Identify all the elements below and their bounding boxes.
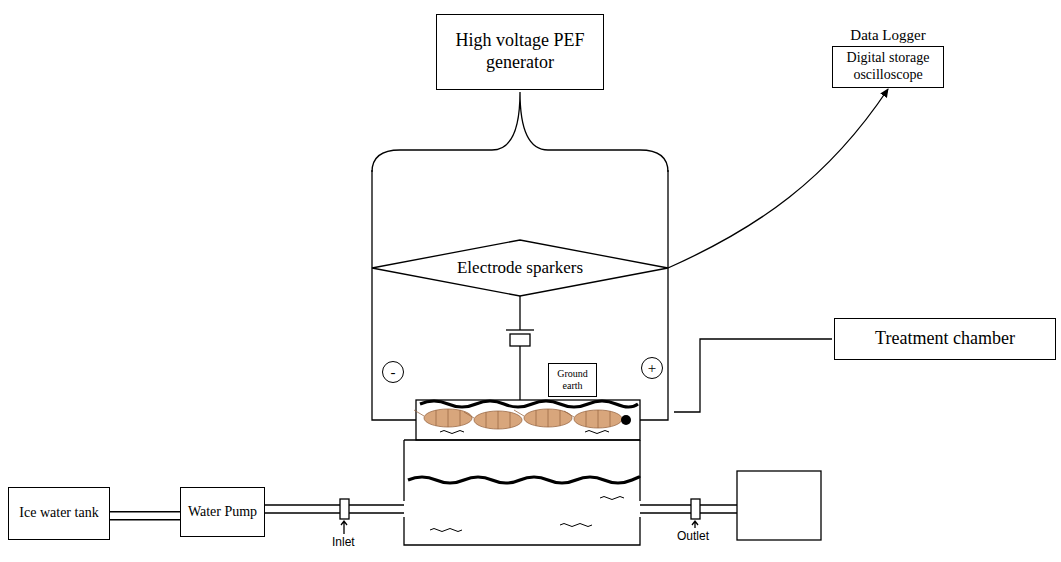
box-text: Ground earth <box>553 368 592 392</box>
shrimp-group <box>414 409 631 429</box>
pump-box: Water Pump <box>180 487 265 537</box>
chamber-lid <box>416 400 640 440</box>
chamber-trough <box>404 440 640 545</box>
inlet-pointer <box>341 521 347 534</box>
ground-box: Ground earth <box>548 363 597 397</box>
electrode-diamond: Electrode sparkers <box>372 240 668 296</box>
wire <box>519 296 520 330</box>
polarity-circle: - <box>382 361 404 383</box>
pipe-connector <box>110 512 180 520</box>
polarity-circle: + <box>641 357 663 379</box>
water-wave <box>420 401 638 407</box>
ripple <box>430 529 462 532</box>
electrode-holder <box>510 334 530 346</box>
port-label: Inlet <box>331 536 356 549</box>
tank-box: Ice water tank <box>8 487 110 540</box>
box-heading: Data Logger <box>850 26 925 44</box>
polarity-sign: - <box>391 363 396 381</box>
callout-box: Treatment chamber <box>834 318 1056 360</box>
box-text: Ice water tank <box>19 505 98 522</box>
box-text: Water Pump <box>188 504 257 521</box>
oscilloscope-box: Data LoggerDigital storage oscilloscope <box>832 46 944 88</box>
generator-box: High voltage PEF generator <box>436 14 604 90</box>
outlet-collar <box>691 499 700 519</box>
wire <box>372 170 416 420</box>
signal-arrow <box>668 89 888 268</box>
brace <box>372 92 668 172</box>
ripple <box>600 497 624 500</box>
wire <box>519 346 520 400</box>
collection-box <box>737 471 821 540</box>
ripple <box>585 431 609 434</box>
water-wave <box>408 477 639 483</box>
box-text: Treatment chamber <box>875 328 1015 350</box>
port-label: Outlet <box>676 530 710 543</box>
polarity-sign: + <box>648 359 656 377</box>
box-text: Electrode sparkers <box>457 258 583 278</box>
chamber-trough-top <box>404 439 640 440</box>
electrode-plate <box>506 329 534 330</box>
box-text: High voltage PEF generator <box>441 30 599 73</box>
inlet-collar <box>340 499 349 519</box>
box-text: Digital storage oscilloscope <box>837 50 939 84</box>
inlet-pipe <box>265 505 404 513</box>
ripple <box>440 431 464 434</box>
leader-line <box>674 339 832 412</box>
outlet-pipe <box>640 505 737 513</box>
ripple <box>560 524 592 527</box>
wire <box>640 170 668 420</box>
outlet-pointer <box>692 521 698 528</box>
